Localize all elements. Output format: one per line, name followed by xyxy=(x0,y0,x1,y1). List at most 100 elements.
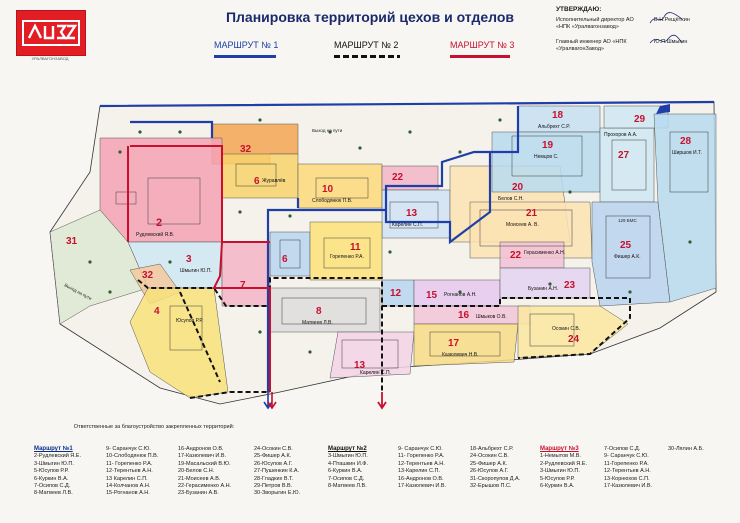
legend-item: 17-Казюлевич И.В. xyxy=(604,482,653,489)
zone-owner: Немцов С. xyxy=(534,154,558,160)
route-3-path xyxy=(127,145,271,392)
legend-item: 2-Рудлевский Я.Е. xyxy=(34,453,81,460)
legend-item: 12-Терентьев А.Н. xyxy=(398,460,445,467)
route-1-path xyxy=(99,100,715,392)
zone-number: 15 xyxy=(426,290,438,301)
legend-item: 11- Горепенко Р.А. xyxy=(398,453,445,460)
zone-6 xyxy=(269,231,311,277)
route-2-swatch xyxy=(334,55,400,58)
zone-13 xyxy=(329,331,415,379)
zone-number: 32 xyxy=(240,144,252,155)
zone-owner: Матвеев Л.В. xyxy=(302,320,333,326)
zone-owner: Бузанин А.Н. xyxy=(528,286,558,292)
legend-heading-route-2: Маршрут №2 xyxy=(328,446,367,452)
legend-item: 7-Осипов С.Д. xyxy=(34,482,71,489)
legend-item: 15-Рогнанов А.Н. xyxy=(106,490,150,497)
zone-number: 6 xyxy=(282,254,288,265)
zone-number: 10 xyxy=(322,184,334,195)
zone-owner: Ширшов И.Т. xyxy=(672,150,702,156)
legend-note: Ответственные за благоустройство закрепл… xyxy=(73,424,235,430)
zone-owner: Шмыгин Ю.П. xyxy=(180,268,212,274)
zone-owner: Белов С.Н. xyxy=(498,196,524,202)
legend-route-2-col-2: 9- Саранчук С.Ю. 11- Горепенко Р.А. 12-Т… xyxy=(398,446,446,490)
legend-item: 30-Зворыгин Е.Ю. xyxy=(254,490,301,497)
legend-item: 17-Казюлевич И.В. xyxy=(178,453,227,460)
legend-route-1-col-1: Маршрут №1 2-Рудлевский Я.Е. 3-Шмыгин Ю.… xyxy=(34,446,81,498)
route-3-swatch xyxy=(450,55,510,58)
zone-number: 11 xyxy=(350,242,361,253)
route-2-label: МАРШРУТ № 2 xyxy=(334,40,399,50)
zone-owner: Журавлёв xyxy=(262,178,286,184)
zone-owner: Рудлевский Я.В. xyxy=(136,231,174,238)
zone-number: 17 xyxy=(448,338,460,349)
route-3-label: МАРШРУТ № 3 xyxy=(450,40,515,50)
legend-route-3-col-1: Маршрут №3 1-Немытов М.В. 2-Рудлевский Я… xyxy=(540,446,587,490)
legend-item: 18-Альбрехт С.Р. xyxy=(470,446,514,452)
zone-number: 22 xyxy=(510,250,522,261)
zone-owner: Герасименко А.Н. xyxy=(524,250,565,256)
uvz-logo-icon xyxy=(22,20,80,46)
legend-route-2-col-1: Маршрут №2 3-Шмыгин Ю.П. 4-Пташкин И.Ф. … xyxy=(328,446,368,490)
zone-owner: Прохоров А.А. xyxy=(604,132,637,138)
zone-labels: 32 2 Рудлевский Я.В. 6 Журавлёв 10 Слобо… xyxy=(66,110,702,376)
zone-number: 19 xyxy=(542,140,554,151)
legend-item: 1-Немытов М.В. xyxy=(540,453,581,460)
signature-icon xyxy=(649,34,683,44)
legend-route-1-col-4: 24-Осокин С.В. 25-Фишер А.К. 26-Юсупов А… xyxy=(254,446,300,498)
gate-label-top: Выход на пути xyxy=(312,128,343,133)
route-1-start-arrow-icon xyxy=(263,392,273,410)
legend-item: 6-Куркин В.А. xyxy=(540,482,575,489)
approval-row-1: Исполнительный директор АО «НПК «Уралваг… xyxy=(556,12,734,39)
zone-owner: Рогнанов А.Н. xyxy=(444,292,477,298)
approval-name: Ю.П.Шмыгин xyxy=(654,39,688,45)
zone-5 xyxy=(221,153,299,199)
legend-item: 5-Юсупов Р.Р. xyxy=(34,468,69,475)
legend-item: 11- Горепенко Р.А. xyxy=(106,460,153,467)
legend-item: 26-Юсупов А.Г. xyxy=(470,468,509,475)
legend-item: 9- Саранчук С.Ю. xyxy=(106,446,151,452)
zone-24 xyxy=(499,267,591,299)
zone-number: 28 xyxy=(680,136,692,147)
approval-block: УТВЕРЖДАЮ: Исполнительный директор АО «Н… xyxy=(556,6,734,61)
route-3-start-arrow-icon xyxy=(267,392,277,410)
legend-item: 23-Бузанин А.В. xyxy=(178,490,219,497)
legend-item: 31-Скоропупов Д.А. xyxy=(470,475,521,482)
territory-map: Выход на пути Выход на пути 129 БМС 32 2… xyxy=(49,100,717,410)
legend-item: 6-Куркин В.А. xyxy=(328,468,363,475)
zone-owner: Осокин С.В. xyxy=(552,326,580,332)
legend-item: 26-Юсупов А.Г. xyxy=(254,460,293,467)
legend-route-1-col-3: 16-Андронов О.В. 17-Казюлевич И.В. 19-Ма… xyxy=(178,446,231,498)
legend-item: 24-Осокин С.В. xyxy=(470,453,509,460)
legend-route-2-col-3: 18-Альбрехт С.Р. 24-Осокин С.В. 25-Фишер… xyxy=(470,446,520,490)
legend-item: 14-Колчанов А.Н. xyxy=(106,482,151,489)
legend-item: 17-Казюлевич И.В. xyxy=(398,482,447,489)
legend-route-3-col-3: 30-Лялин А.Б. xyxy=(668,446,704,453)
zone-number: 22 xyxy=(392,172,404,183)
zone-26 xyxy=(591,201,671,307)
legend-item: 13-Карелин С.П. xyxy=(398,468,440,475)
legend-item: 12-Терентьев А.Н. xyxy=(106,468,153,475)
legend-item: 3-Шмыгин Ю.П. xyxy=(328,453,368,460)
zone-owner: Слободянюк П.В. xyxy=(312,198,352,204)
zone-number: 31 xyxy=(66,236,78,247)
zone-number: 16 xyxy=(458,310,470,321)
legend-item: 13 Карелин С.П. xyxy=(106,475,148,482)
page-title: Планировка территорий цехов и отделов xyxy=(225,9,515,25)
legend-item: 2-Рудлевский Я.Е. xyxy=(540,460,587,467)
approval-name: В.Н.Рещёткин xyxy=(654,17,690,23)
zone-number: 24 xyxy=(568,334,580,345)
zone-4 xyxy=(129,287,229,399)
zone-number: 7 xyxy=(240,280,246,291)
legend-item: 3-Шмыгин Ю.П. xyxy=(540,468,580,475)
zone-owner: Карелин С.П. xyxy=(392,222,423,228)
legend-heading-route-1: Маршрут №1 xyxy=(34,446,73,452)
zone-7 xyxy=(221,241,271,307)
zone-owner: Юсупов Р.Р. xyxy=(176,318,203,324)
route-2-path xyxy=(137,277,631,399)
company-logo xyxy=(16,10,86,56)
route-1-label: МАРШРУТ № 1 xyxy=(214,40,279,50)
zone-owner: Фишер А.К. xyxy=(614,254,641,260)
legend-item: 28-Гладких В.Т. xyxy=(254,475,294,482)
legend-item: 12-Терентьев А.Н. xyxy=(604,468,651,475)
route-1-arrow-icon xyxy=(656,104,670,114)
